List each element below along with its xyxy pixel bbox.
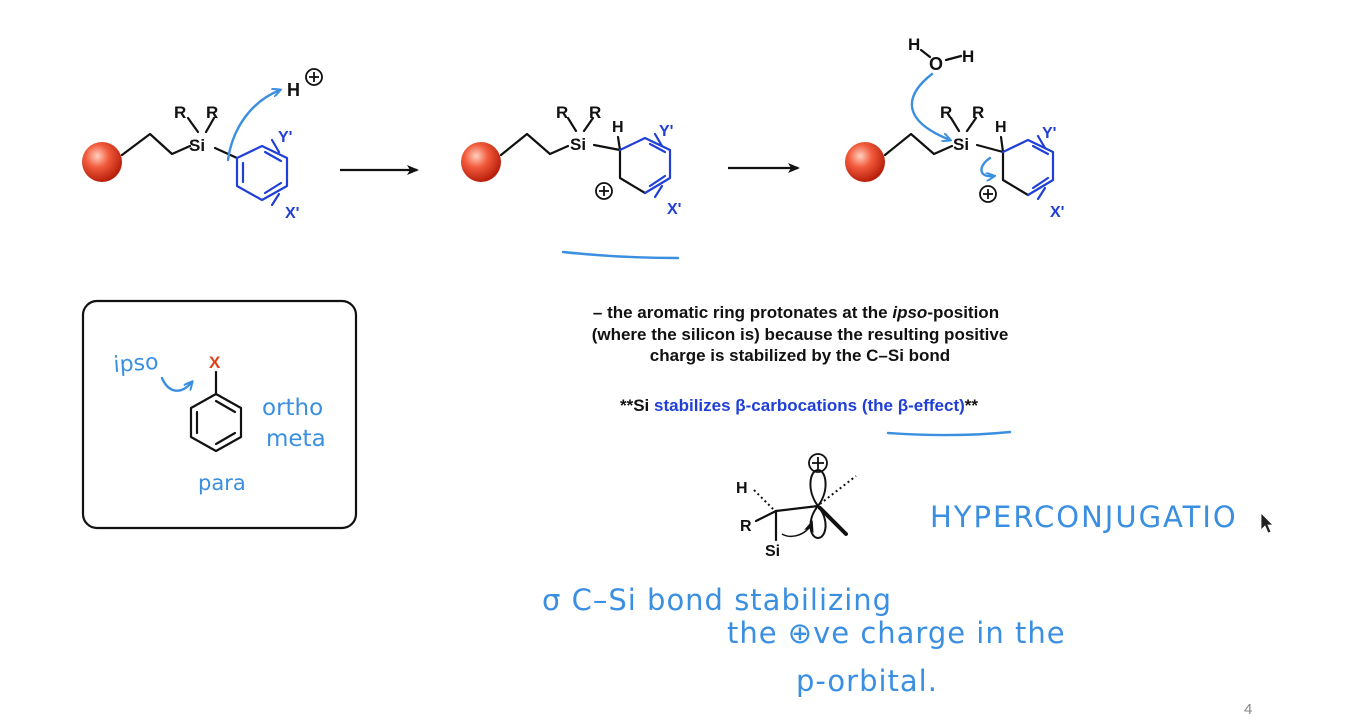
- hashed-bond-h: [753, 489, 775, 511]
- ipso-annotation: ipso: [113, 350, 160, 378]
- ipso-arrow-icon: [160, 376, 192, 392]
- curved-arrow-icon-water: [910, 72, 950, 140]
- structure-3-water-attack: R R Si H Y' X' H O H: [845, 35, 1064, 221]
- page-number: 4: [1244, 701, 1252, 718]
- c-h-bond-2: [616, 135, 622, 152]
- structure-2-wheland: R R Si H Y' X': [461, 103, 800, 260]
- p-orbital-icon: [809, 468, 827, 540]
- h-label-2: H: [612, 119, 624, 136]
- cyclohexadienyl-ring-2: [618, 132, 672, 199]
- x-prime-label-2: X': [667, 201, 681, 218]
- structure-1-arylsilane: R R Si Y' X' H: [82, 68, 419, 222]
- si-r-bond-1a: [186, 116, 200, 134]
- mouse-cursor-icon: [1260, 512, 1274, 534]
- y-prime-label-3: Y': [1042, 125, 1056, 142]
- diagram-si-label: Si: [765, 543, 780, 560]
- r-label-2a: R: [556, 103, 568, 122]
- r-label-1a: R: [174, 103, 186, 122]
- x-substituent-label: X: [209, 353, 221, 372]
- beta-carbocation-diagram: H R Si: [736, 453, 857, 560]
- r-label-3b: R: [972, 103, 984, 122]
- hyperconjugation-note: HYPERCONJUGATIO: [930, 500, 1238, 534]
- si-r-bond-2a: [566, 116, 578, 133]
- hyperconjugation-arrow-icon: [781, 520, 814, 538]
- curved-arrow-icon-1: [226, 90, 280, 162]
- explanation-line-3: charge is stabilized by the C–Si bond: [650, 346, 950, 365]
- explanation-block: – the aromatic ring protonates at the ip…: [592, 303, 1012, 437]
- plus-charge-icon-3: [979, 185, 997, 203]
- water-oh-bond-2: [944, 54, 963, 62]
- cyclohexadienyl-ring-3: [1001, 134, 1055, 201]
- si-aryl-bond-1: [213, 146, 239, 160]
- diagram-r-label: R: [740, 518, 752, 535]
- aryl-ring-1: [235, 138, 289, 207]
- beta-effect-statement: **Si stabilizes β-carbocations (the β-ef…: [620, 396, 978, 415]
- si-label-3: Si: [953, 135, 969, 154]
- diagram-h-label: H: [736, 480, 748, 497]
- positive-charge-note: the ⊕ve charge in the: [727, 616, 1066, 650]
- linker-bonds-1: [120, 132, 192, 157]
- resin-bead-1: [82, 142, 122, 182]
- water-oh-bond-1: [919, 48, 932, 59]
- si-label-1: Si: [189, 136, 205, 155]
- p-orbital-note: p-orbital.: [796, 664, 938, 698]
- underline-ink-1: [561, 250, 680, 260]
- r-c-bond: [754, 509, 778, 523]
- si-r-bond-2b: [582, 116, 595, 133]
- water-o-label: O: [929, 54, 943, 74]
- resin-bead-3: [845, 142, 885, 182]
- si-r-bond-3a: [949, 116, 961, 133]
- sigma-bond-note: σ C–Si bond stabilizing: [542, 583, 892, 617]
- x-prime-label-3: X': [1050, 204, 1064, 221]
- underline-ink-2: [886, 430, 1012, 437]
- handwritten-notes: HYPERCONJUGATIO σ C–Si bond stabilizing …: [542, 500, 1238, 698]
- plus-charge-icon-2: [595, 182, 613, 200]
- si-r-bond-3b: [965, 116, 978, 133]
- water-h-label-2: H: [962, 47, 974, 66]
- inset-frame: [81, 299, 358, 530]
- c-c-bond: [774, 504, 820, 513]
- si-r-bond-1b: [204, 116, 216, 134]
- curved-arrow-icon-csi: [980, 156, 994, 176]
- y-prime-label-1: Y': [278, 129, 292, 146]
- wedge-bond-cation: [818, 506, 848, 536]
- plus-charge-icon-4: [808, 453, 828, 473]
- plus-charge-icon-1: [305, 68, 323, 86]
- meta-annotation: meta: [266, 426, 326, 452]
- linker-bonds-3: [883, 132, 954, 157]
- y-prime-label-2: Y': [659, 123, 673, 140]
- si-label-2: Si: [570, 135, 586, 154]
- explanation-line-1: – the aromatic ring protonates at the ip…: [593, 303, 999, 322]
- benzene-ring: [189, 370, 243, 453]
- water-h-label-1: H: [908, 35, 920, 54]
- resin-bead-2: [461, 142, 501, 182]
- h-plus-label: H: [287, 80, 300, 100]
- linker-bonds-2: [499, 132, 570, 157]
- nomenclature-inset: X ipso ortho meta para: [81, 299, 358, 530]
- r-label-3a: R: [940, 103, 952, 122]
- ortho-annotation: ortho: [262, 395, 323, 421]
- c-h-bond-3: [999, 135, 1005, 154]
- para-annotation: para: [198, 471, 246, 495]
- si-c-bond-3: [975, 143, 1005, 154]
- r-label-2b: R: [589, 103, 601, 122]
- explanation-line-2: (where the silicon is) because the resul…: [592, 325, 1009, 344]
- si-c-bond-2: [592, 143, 622, 152]
- r-label-1b: R: [206, 103, 218, 122]
- x-prime-label-1: X': [285, 205, 299, 222]
- h-label-3: H: [995, 119, 1007, 136]
